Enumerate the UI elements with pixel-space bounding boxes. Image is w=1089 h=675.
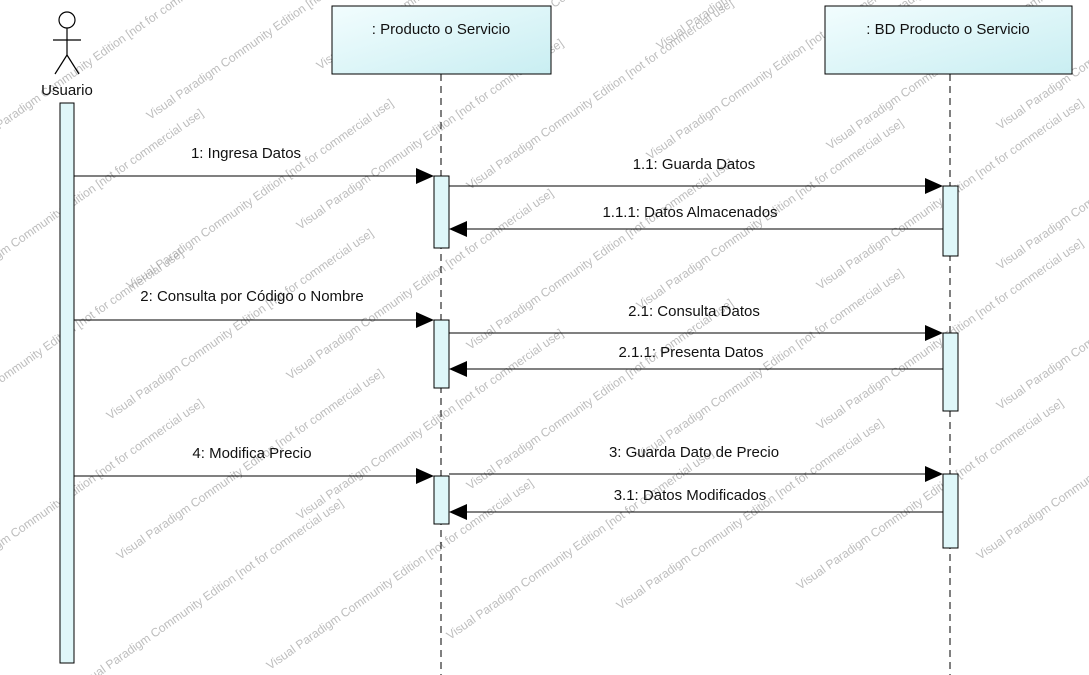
message-4-modifica-precio: 4: Modifica Precio [74, 445, 434, 484]
message-1-1-label: 1.1: Guarda Datos [633, 156, 756, 173]
lifeline-producto-label: : Producto o Servicio [372, 21, 510, 38]
actor-head [58, 11, 76, 29]
message-1-1-1-label: 1.1.1: Datos Almacenados [602, 204, 777, 221]
activation-producto-2 [433, 319, 450, 389]
watermark-text: Visual Paradigm Community Edition [not f… [0, 106, 206, 302]
watermark-text: Visual Paradigm Community Edition [not f… [0, 396, 206, 592]
actor-right-leg [66, 54, 80, 75]
message-3-1-arrowhead [449, 504, 467, 520]
lifeline-bd-label: : BD Producto o Servicio [866, 21, 1029, 38]
lifeline-producto-servicio: : Producto o Servicio [331, 5, 552, 675]
activation-bd-2 [942, 332, 959, 412]
watermark-text: Visual Paradigm Community Edition [not f… [974, 366, 1089, 562]
actor-left-leg [54, 54, 68, 75]
message-4-arrowhead [416, 468, 434, 484]
message-3-arrowhead [925, 466, 943, 482]
lifeline-producto-box [331, 5, 552, 75]
message-2-1-label: 2.1: Consulta Datos [628, 303, 760, 320]
actor-activation-bar [59, 102, 75, 664]
activation-producto-3 [433, 475, 450, 525]
message-3-label: 3: Guarda Dato de Precio [609, 444, 779, 461]
message-2-arrowhead [416, 312, 434, 328]
lifeline-bd-box [824, 5, 1073, 75]
message-1-1-1-arrowhead [449, 221, 467, 237]
actor-label: Usuario [41, 82, 93, 99]
watermark-text: Visual Paradigm Community Edition [not f… [104, 226, 376, 422]
watermark-text: Visual Paradigm Community Edition [not f… [0, 246, 186, 442]
message-1-ingresa-datos: 1: Ingresa Datos [74, 145, 434, 184]
activation-producto-1 [433, 175, 450, 249]
message-1-1-arrowhead [925, 178, 943, 194]
message-2-consulta: 2: Consulta por Código o Nombre [74, 288, 434, 328]
watermark-text: Visual Paradigm Community Edition [not f… [794, 396, 1066, 592]
message-2-1-arrowhead [925, 325, 943, 341]
message-1-arrowhead [416, 168, 434, 184]
actor-usuario: Usuario [41, 11, 93, 99]
message-3-1-label: 3.1: Datos Modificados [614, 487, 767, 504]
message-2-1-consulta-datos: 2.1: Consulta Datos [449, 303, 943, 341]
message-1-label: 1: Ingresa Datos [191, 145, 301, 162]
activation-bd-1 [942, 185, 959, 257]
activation-bd-3 [942, 473, 959, 549]
message-2-1-1-arrowhead [449, 361, 467, 377]
message-1-1-guarda-datos: 1.1: Guarda Datos [449, 156, 943, 194]
message-2-1-1-label: 2.1.1: Presenta Datos [618, 344, 763, 361]
message-4-label: 4: Modifica Precio [192, 445, 311, 462]
watermark-text: Visual Paradigm Community Edition [not f… [114, 366, 386, 562]
message-1-1-1-datos-almacenados: 1.1.1: Datos Almacenados [449, 204, 943, 237]
message-3-1-datos-modificados: 3.1: Datos Modificados [449, 487, 943, 520]
message-2-label: 2: Consulta por Código o Nombre [140, 288, 363, 305]
message-2-1-1-presenta-datos: 2.1.1: Presenta Datos [449, 344, 943, 377]
message-3-guarda-dato-precio: 3: Guarda Dato de Precio [449, 444, 943, 482]
